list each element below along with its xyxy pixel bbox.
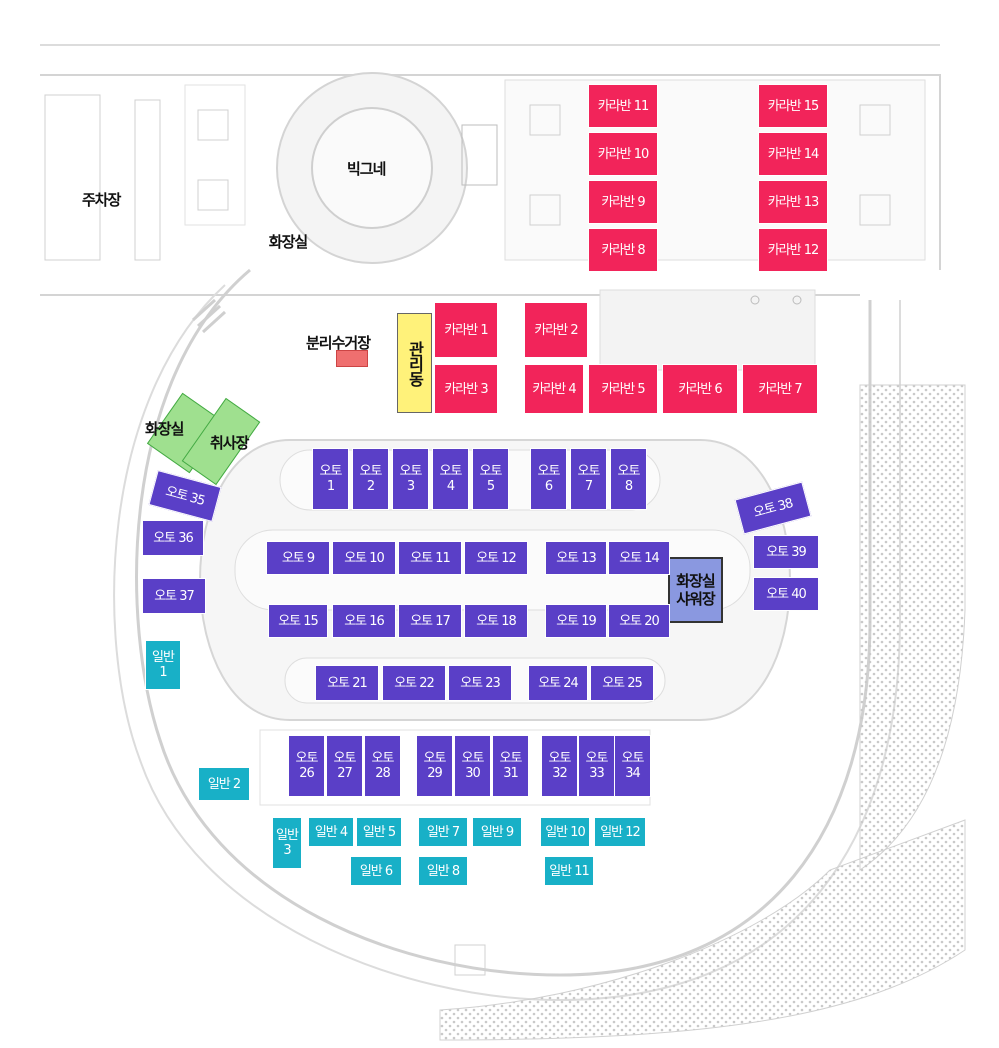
- auto-site-1[interactable]: 오토 1: [312, 448, 349, 510]
- auto-site-37[interactable]: 오토 37: [142, 578, 206, 614]
- auto-site-22[interactable]: 오토 22: [382, 665, 446, 701]
- general-site-8[interactable]: 일반 8: [418, 856, 468, 886]
- auto-site-2[interactable]: 오토 2: [352, 448, 389, 510]
- auto-site-32[interactable]: 오토 32: [541, 735, 578, 797]
- management-building[interactable]: 관리동: [397, 313, 432, 413]
- recycling-block: [336, 350, 368, 367]
- auto-site-26[interactable]: 오토 26: [288, 735, 325, 797]
- auto-site-19[interactable]: 오토 19: [545, 604, 607, 638]
- general-site-12[interactable]: 일반 12: [594, 817, 646, 847]
- auto-site-5[interactable]: 오토 5: [472, 448, 509, 510]
- auto-site-7[interactable]: 오토 7: [570, 448, 607, 510]
- auto-site-21[interactable]: 오토 21: [315, 665, 379, 701]
- caravan-site-3[interactable]: 카라반 3: [434, 364, 498, 414]
- auto-site-18[interactable]: 오토 18: [464, 604, 528, 638]
- auto-site-9[interactable]: 오토 9: [266, 541, 330, 575]
- caravan-site-4[interactable]: 카라반 4: [524, 364, 584, 414]
- auto-site-39[interactable]: 오토 39: [753, 535, 819, 569]
- auto-site-15[interactable]: 오토 15: [268, 604, 328, 638]
- caravan-site-12[interactable]: 카라반 12: [758, 228, 828, 272]
- general-site-6[interactable]: 일반 6: [350, 856, 402, 886]
- auto-site-13[interactable]: 오토 13: [545, 541, 607, 575]
- auto-site-3[interactable]: 오토 3: [392, 448, 429, 510]
- auto-site-40[interactable]: 오토 40: [753, 577, 819, 611]
- auto-site-24[interactable]: 오토 24: [528, 665, 588, 701]
- caravan-site-9[interactable]: 카라반 9: [588, 180, 658, 224]
- auto-site-33[interactable]: 오토 33: [578, 735, 615, 797]
- auto-site-17[interactable]: 오토 17: [398, 604, 462, 638]
- caravan-site-5[interactable]: 카라반 5: [588, 364, 658, 414]
- caravan-site-8[interactable]: 카라반 8: [588, 228, 658, 272]
- caravan-site-14[interactable]: 카라반 14: [758, 132, 828, 176]
- general-site-3[interactable]: 일반 3: [272, 817, 302, 869]
- caravan-site-11[interactable]: 카라반 11: [588, 84, 658, 128]
- general-site-1[interactable]: 일반 1: [145, 640, 181, 690]
- toilet-shower-building[interactable]: 화장실 샤워장: [668, 557, 723, 623]
- general-site-7[interactable]: 일반 7: [418, 817, 468, 847]
- caravan-site-7[interactable]: 카라반 7: [742, 364, 818, 414]
- big-tent-label: 빅그네: [347, 160, 386, 178]
- auto-site-4[interactable]: 오토 4: [432, 448, 469, 510]
- caravan-site-1[interactable]: 카라반 1: [434, 302, 498, 358]
- auto-site-10[interactable]: 오토 10: [332, 541, 396, 575]
- auto-site-23[interactable]: 오토 23: [448, 665, 512, 701]
- toilet-top-label: 화장실: [268, 232, 308, 251]
- general-site-5[interactable]: 일반 5: [356, 817, 402, 847]
- auto-site-31[interactable]: 오토 31: [492, 735, 529, 797]
- auto-site-11[interactable]: 오토 11: [398, 541, 462, 575]
- recycling-label: 분리수거장: [306, 334, 371, 352]
- auto-site-8[interactable]: 오토 8: [610, 448, 647, 510]
- caravan-site-13[interactable]: 카라반 13: [758, 180, 828, 224]
- general-site-9[interactable]: 일반 9: [472, 817, 522, 847]
- caravan-site-2[interactable]: 카라반 2: [524, 302, 588, 358]
- auto-site-25[interactable]: 오토 25: [590, 665, 654, 701]
- general-site-10[interactable]: 일반 10: [540, 817, 590, 847]
- auto-site-14[interactable]: 오토 14: [608, 541, 670, 575]
- auto-site-34[interactable]: 오토 34: [614, 735, 651, 797]
- auto-site-36[interactable]: 오토 36: [142, 520, 204, 556]
- caravan-site-6[interactable]: 카라반 6: [662, 364, 738, 414]
- general-site-11[interactable]: 일반 11: [544, 856, 594, 886]
- general-site-4[interactable]: 일반 4: [308, 817, 354, 847]
- toilet-left-label: 화장실: [145, 420, 184, 438]
- general-site-2[interactable]: 일반 2: [198, 767, 250, 801]
- auto-site-16[interactable]: 오토 16: [332, 604, 396, 638]
- auto-site-29[interactable]: 오토 29: [416, 735, 453, 797]
- auto-site-27[interactable]: 오토 27: [326, 735, 363, 797]
- parking-label: 주차장: [82, 191, 121, 209]
- caravan-site-15[interactable]: 카라반 15: [758, 84, 828, 128]
- auto-site-20[interactable]: 오토 20: [608, 604, 670, 638]
- caravan-site-10[interactable]: 카라반 10: [588, 132, 658, 176]
- auto-site-28[interactable]: 오토 28: [364, 735, 401, 797]
- auto-site-30[interactable]: 오토 30: [454, 735, 491, 797]
- auto-site-12[interactable]: 오토 12: [464, 541, 528, 575]
- kitchen-label: 취사장: [210, 434, 249, 452]
- auto-site-6[interactable]: 오토 6: [530, 448, 567, 510]
